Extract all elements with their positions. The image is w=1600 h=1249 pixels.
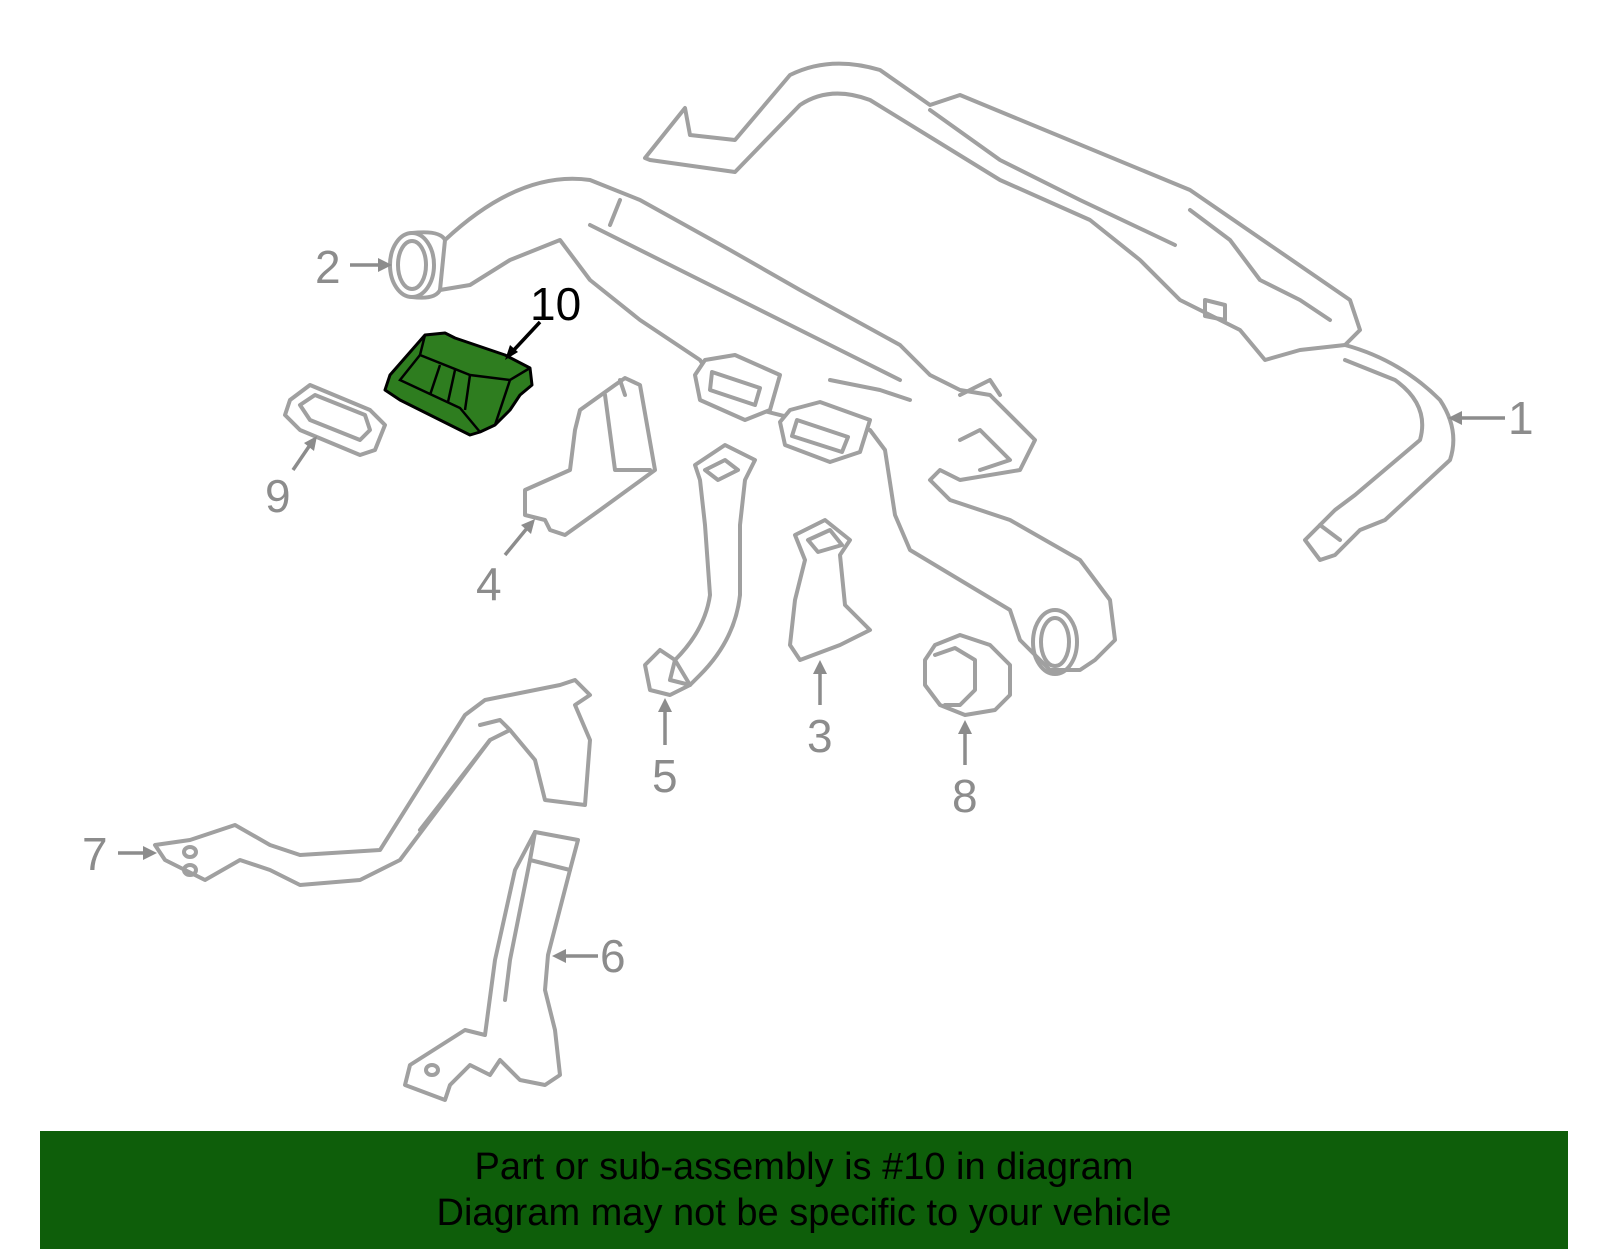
- info-banner: Part or sub-assembly is #10 in diagram D…: [40, 1131, 1568, 1249]
- part-3-duct-elbow[interactable]: [788, 518, 872, 662]
- banner-line-1: Part or sub-assembly is #10 in diagram: [474, 1146, 1134, 1188]
- part-1-defroster-duct[interactable]: [643, 61, 1456, 562]
- callout-9-label: 9: [265, 470, 291, 522]
- callout-8: 8: [952, 720, 978, 822]
- callout-6-label: 6: [600, 930, 626, 982]
- callout-2: 2: [315, 241, 392, 293]
- callout-8-label: 8: [952, 770, 978, 822]
- callout-10: 10: [505, 278, 581, 360]
- callout-6: 6: [552, 930, 626, 982]
- callout-3-label: 3: [807, 710, 833, 762]
- callout-5-label: 5: [652, 750, 678, 802]
- part-7-floor-duct[interactable]: [153, 678, 592, 887]
- callout-4-label: 4: [476, 558, 502, 610]
- part-9-vent-trim[interactable]: [283, 383, 387, 457]
- part-6-rear-duct[interactable]: [403, 830, 580, 1102]
- callout-5: 5: [652, 698, 678, 802]
- callout-7: 7: [82, 828, 157, 880]
- callout-2-label: 2: [315, 241, 341, 293]
- callout-9: 9: [265, 436, 317, 522]
- callout-4: 4: [476, 519, 535, 610]
- callout-1-label: 1: [1508, 392, 1534, 444]
- part-4-bracket[interactable]: [523, 376, 657, 537]
- callout-10-label: 10: [530, 278, 581, 330]
- part-5-duct-hose[interactable]: [643, 443, 757, 697]
- part-8-grommet[interactable]: [923, 633, 1012, 717]
- main-duct-assembly[interactable]: [388, 176, 1117, 676]
- callout-3: 3: [807, 660, 833, 762]
- callout-7-label: 7: [82, 828, 108, 880]
- part-10-vent-highlighted[interactable]: [383, 331, 534, 437]
- part-10-body: [383, 331, 534, 437]
- banner-line-2: Diagram may not be specific to your vehi…: [436, 1192, 1172, 1234]
- callout-1: 1: [1448, 392, 1534, 444]
